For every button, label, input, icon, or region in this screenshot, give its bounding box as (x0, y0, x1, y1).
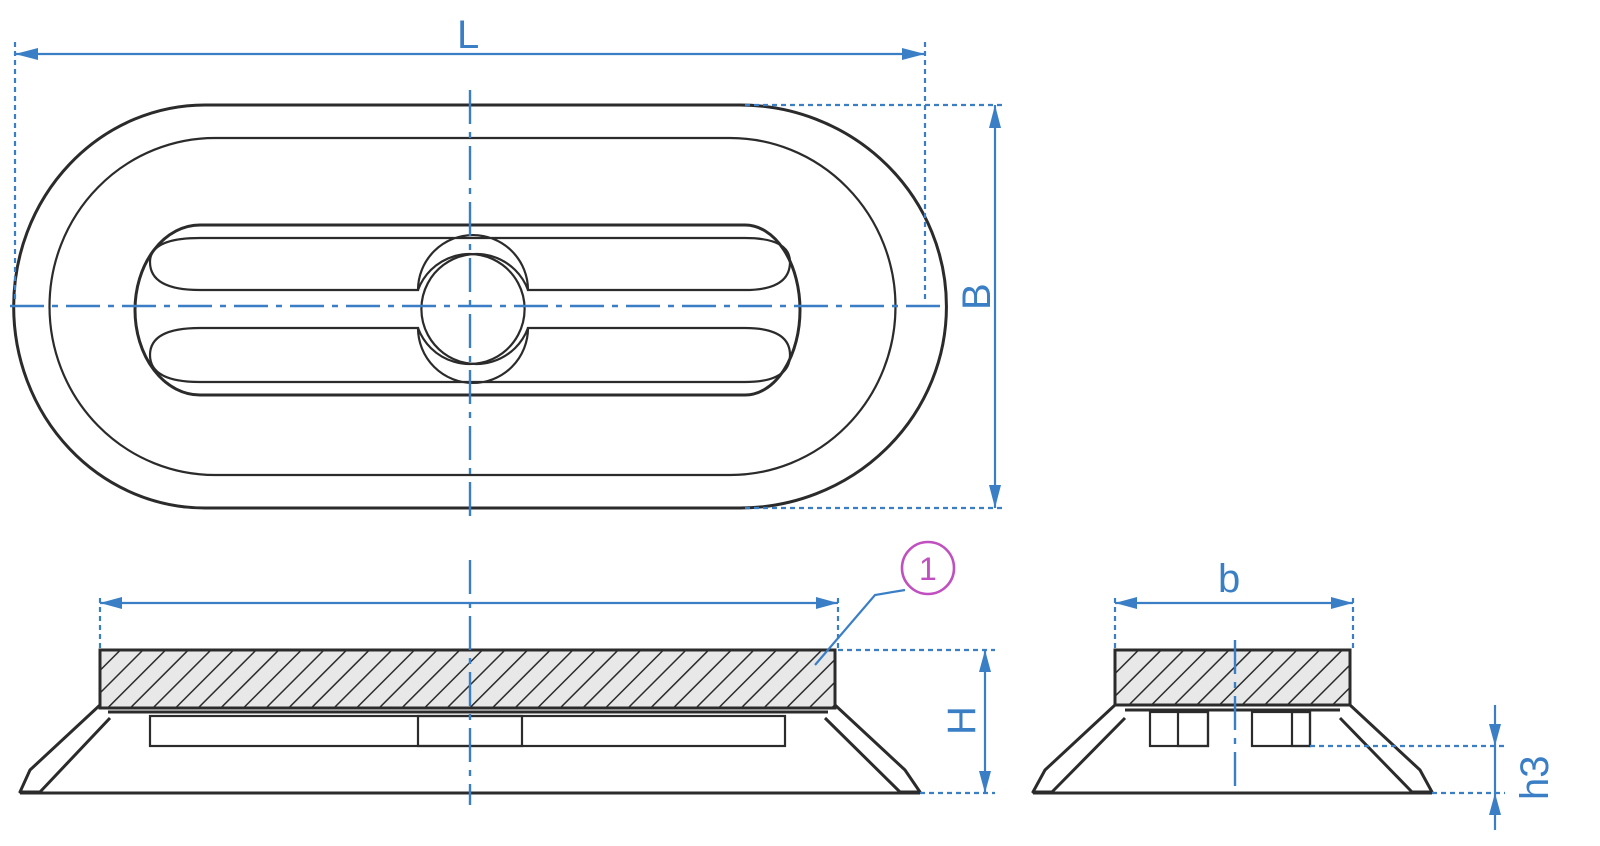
side-lip-right (1338, 703, 1434, 794)
front-lip-left (18, 703, 112, 794)
center-hub-circle (416, 252, 526, 366)
side-lip-left (1031, 703, 1127, 794)
balloon-leader-line (814, 588, 906, 666)
top-view: L B (10, 13, 1005, 520)
L-arrow-right (902, 48, 925, 60)
front-lip-right (823, 703, 922, 794)
dimension-label-b: b (1218, 557, 1240, 601)
front-hatched-body (98, 648, 837, 710)
inner-oval-outline (48, 136, 897, 477)
front-width-arrow-left (100, 597, 122, 609)
front-section-view: H 1 (18, 540, 995, 805)
L-arrow-left (15, 48, 38, 60)
front-width-arrow-right (816, 597, 838, 609)
B-arrow-top (989, 105, 1001, 128)
lower-slot (148, 326, 792, 385)
dimension-label-h3: h3 (1513, 756, 1557, 801)
center-hub-circle-right (420, 252, 530, 366)
h3-arrow-top (1489, 724, 1501, 746)
outer-oval-outline (12, 103, 948, 510)
item-balloon (900, 540, 956, 596)
slot-plate-outline (133, 223, 802, 397)
dimension-label-L: L (457, 13, 479, 57)
upper-slot (148, 233, 792, 292)
item-balloon-number: 1 (919, 551, 937, 587)
side-foot-2-inner (1290, 710, 1312, 748)
H-arrow-bottom (979, 771, 991, 793)
side-foot-1-inner (1176, 710, 1210, 748)
H-arrow-top (979, 650, 991, 672)
b-arrow-right (1331, 597, 1353, 609)
b-arrow-left (1115, 597, 1137, 609)
front-inner-plate (148, 714, 787, 748)
B-arrow-bottom (989, 485, 1001, 508)
side-section-view: b h3 (1031, 557, 1557, 830)
side-foot-2 (1250, 710, 1312, 748)
dimension-label-H: H (940, 706, 984, 735)
dimension-label-B: B (955, 283, 999, 310)
side-hatched-body (1113, 648, 1352, 707)
h3-arrow-bottom (1489, 793, 1501, 815)
